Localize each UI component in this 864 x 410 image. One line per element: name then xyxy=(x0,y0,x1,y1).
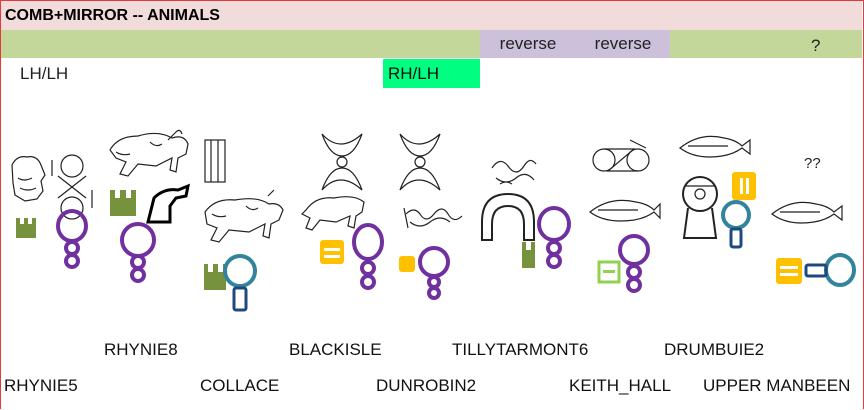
comb-icon-dunrobin xyxy=(399,256,415,272)
stone-label-dunrobin2: DUNROBIN2 xyxy=(376,376,477,395)
comb-icon-keith xyxy=(597,260,621,284)
reverse-cell-2: reverse xyxy=(576,30,670,58)
double-disc-icon xyxy=(51,154,93,220)
crescent-icon-dunrobin xyxy=(399,133,441,191)
mirror-icon-rhynie5 xyxy=(56,209,88,269)
title-row: COMB+MIRROR -- ANIMALS xyxy=(1,1,862,30)
question-cell: ? xyxy=(811,36,821,55)
mirror-icon-drumbuie xyxy=(721,200,751,249)
cauldron-icon xyxy=(682,176,718,239)
comb-icon-manbeen xyxy=(776,258,802,284)
salmon-icon-keith xyxy=(589,199,661,222)
beast-icon-rhynie8 xyxy=(109,129,189,177)
mirror-icon-rhynie8 xyxy=(120,222,156,283)
reverse-cell-1: reverse xyxy=(480,30,576,58)
stone-label-blackisle: BLACKISLE xyxy=(289,340,382,359)
stone-label-rhynie8: RHYNIE8 xyxy=(104,340,178,359)
mirror-icon-tilly xyxy=(537,206,571,269)
salmon-icon-drumbuie xyxy=(679,135,751,158)
crescent-icon-blackisle xyxy=(321,133,363,191)
beast-icon-blackisle xyxy=(300,196,365,231)
rectangle-icon xyxy=(204,139,226,183)
header-row xyxy=(1,30,862,58)
stone-label-drumbuie2: DRUMBUIE2 xyxy=(664,340,765,359)
mirror-icon-keith xyxy=(618,234,650,293)
serpent-icon-dunrobin xyxy=(403,207,463,229)
stone-label-keith-hall: KEITH_HALL xyxy=(569,376,672,395)
comb-icon-tilly xyxy=(522,242,535,268)
figure-icon xyxy=(11,156,46,202)
mirror-icon-collace xyxy=(223,254,257,312)
stone-label-tillytarmont6: TILLYTARMONT6 xyxy=(452,340,589,359)
lh-lh-label: LH/LH xyxy=(20,64,69,83)
sheet-title: COMB+MIRROR -- ANIMALS xyxy=(5,7,220,24)
stone-label-upper-manbeen: UPPER MANBEEN xyxy=(703,376,851,395)
stone-label-rhynie5: RHYNIE5 xyxy=(4,376,78,395)
salmon-icon-manbeen xyxy=(771,201,843,224)
horse-head-icon xyxy=(146,183,191,224)
stone-label-collace: COLLACE xyxy=(200,376,280,395)
uncertain-annotation: ?? xyxy=(804,155,821,172)
beast-icon-collace xyxy=(204,189,284,243)
rh-lh-cell: RH/LH xyxy=(383,59,480,88)
comb-icon-collace xyxy=(204,264,226,290)
double-disc-icon-keith xyxy=(592,139,650,172)
serpent-icon-tilly xyxy=(491,159,537,185)
comb-icon-rhynie5 xyxy=(16,218,36,238)
symbol-stones-illustration xyxy=(11,129,856,312)
comb-icon-drumbuie xyxy=(732,172,756,200)
arch-icon xyxy=(481,192,535,241)
mirror-icon-blackisle xyxy=(352,223,384,290)
comb-icon-blackisle xyxy=(320,240,344,264)
comb-icon-rhynie8 xyxy=(110,190,136,216)
mirror-icon-dunrobin xyxy=(418,246,450,300)
mirror-icon-manbeen xyxy=(804,253,856,287)
